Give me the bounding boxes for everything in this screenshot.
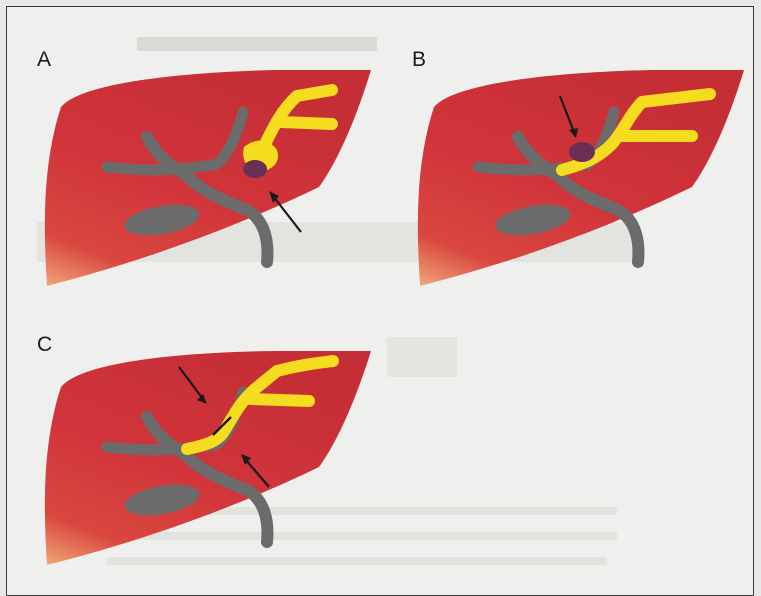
- liver-shape: [45, 70, 371, 286]
- liver-shape: [45, 351, 371, 565]
- lesion: [569, 142, 595, 162]
- liver-diagram-c: [37, 337, 387, 587]
- liver-diagram-a: [37, 52, 387, 302]
- figure-frame: A B: [6, 6, 754, 596]
- liver-shape: [418, 70, 744, 286]
- liver-diagram-b: [412, 52, 754, 302]
- panel-c: C: [37, 337, 387, 587]
- lesion: [243, 160, 267, 178]
- background-texture: [137, 37, 377, 51]
- panel-a: A: [37, 52, 387, 302]
- background-texture: [387, 337, 457, 377]
- panel-b: B: [412, 52, 754, 302]
